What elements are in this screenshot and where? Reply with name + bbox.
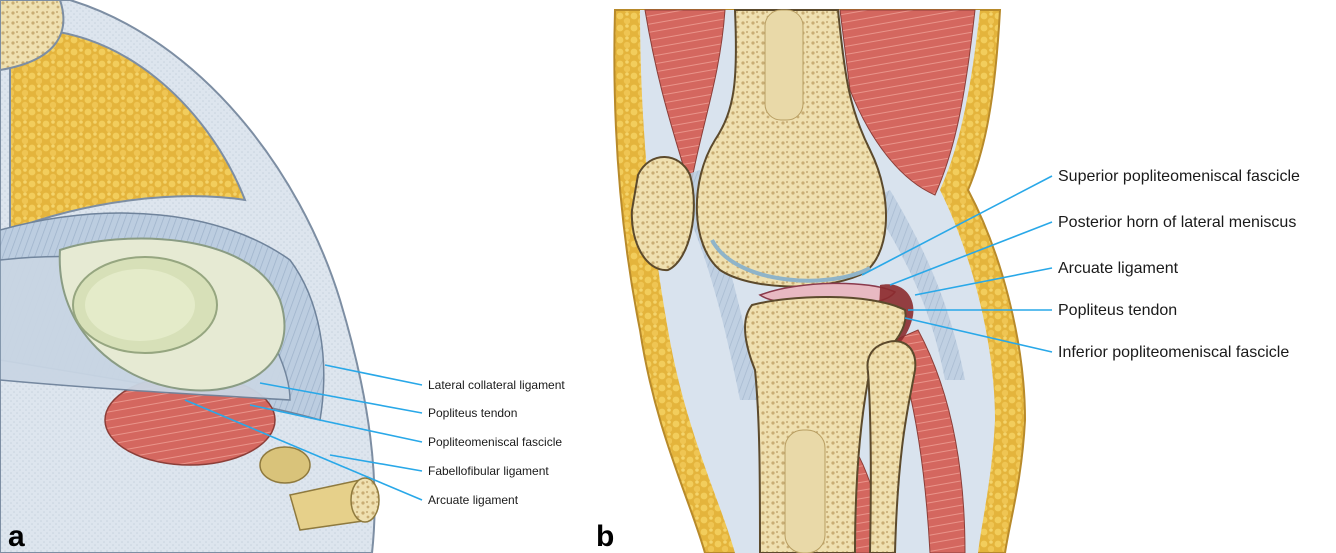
- panel-b-illustration: [614, 10, 1025, 553]
- label-a-arcuate-ligament: Arcuate ligament: [428, 493, 519, 507]
- panel-a-letter: a: [8, 520, 25, 553]
- label-b-arcuate-ligament: Arcuate ligament: [1058, 260, 1179, 277]
- label-a-popliteomeniscal-fascicle: Popliteomeniscal fascicle: [428, 435, 562, 449]
- label-b-posterior-horn-lateral-meniscus: Posterior horn of lateral meniscus: [1058, 214, 1296, 231]
- label-b-popliteus-tendon: Popliteus tendon: [1058, 302, 1177, 319]
- panel-b-labels: Superior popliteomeniscal fascicle Poste…: [1058, 168, 1300, 361]
- label-b-superior-popliteomeniscal-fascicle: Superior popliteomeniscal fascicle: [1058, 168, 1300, 185]
- panel-a-illustration: [0, 0, 379, 553]
- label-a-fabellofibular-ligament: Fabellofibular ligament: [428, 464, 549, 478]
- panel-b-letter: b: [596, 520, 614, 553]
- panel-a-labels: Lateral collateral ligament Popliteus te…: [428, 378, 565, 507]
- label-a-popliteus-tendon: Popliteus tendon: [428, 406, 517, 420]
- label-a-lateral-collateral-ligament: Lateral collateral ligament: [428, 378, 565, 392]
- label-b-inferior-popliteomeniscal-fascicle: Inferior popliteomeniscal fascicle: [1058, 344, 1289, 361]
